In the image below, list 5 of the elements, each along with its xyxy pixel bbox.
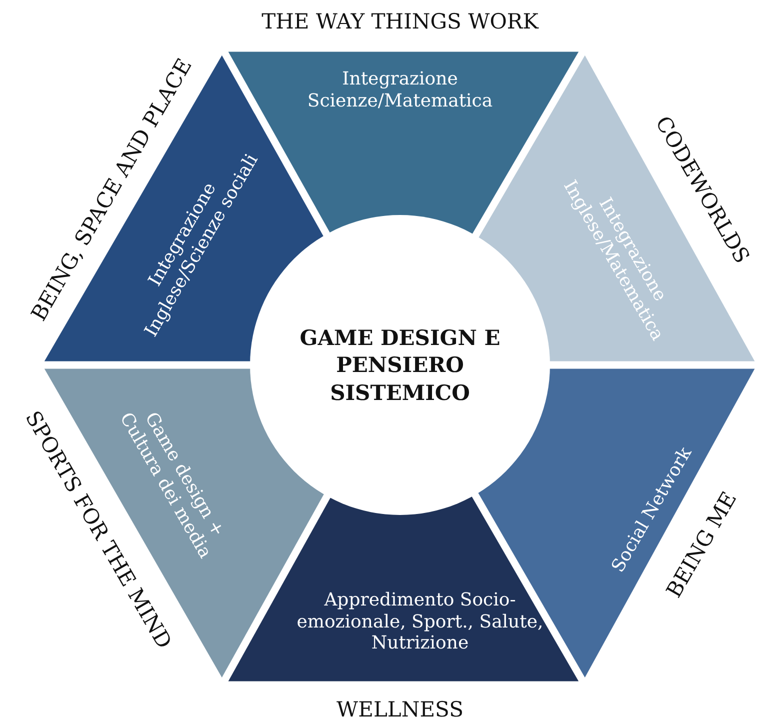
segment-heading: WELLNESS <box>336 697 464 723</box>
segment-heading: THE WAY THINGS WORK <box>262 9 538 35</box>
segment-text: Integrazione Scienze/Matematica <box>306 68 494 112</box>
center-title: GAME DESIGN E PENSIERO SISTEMICO <box>298 324 502 406</box>
segment-text: Appredimento Socio-emozionale, Sport., Salute, Nutrizione <box>296 590 544 654</box>
